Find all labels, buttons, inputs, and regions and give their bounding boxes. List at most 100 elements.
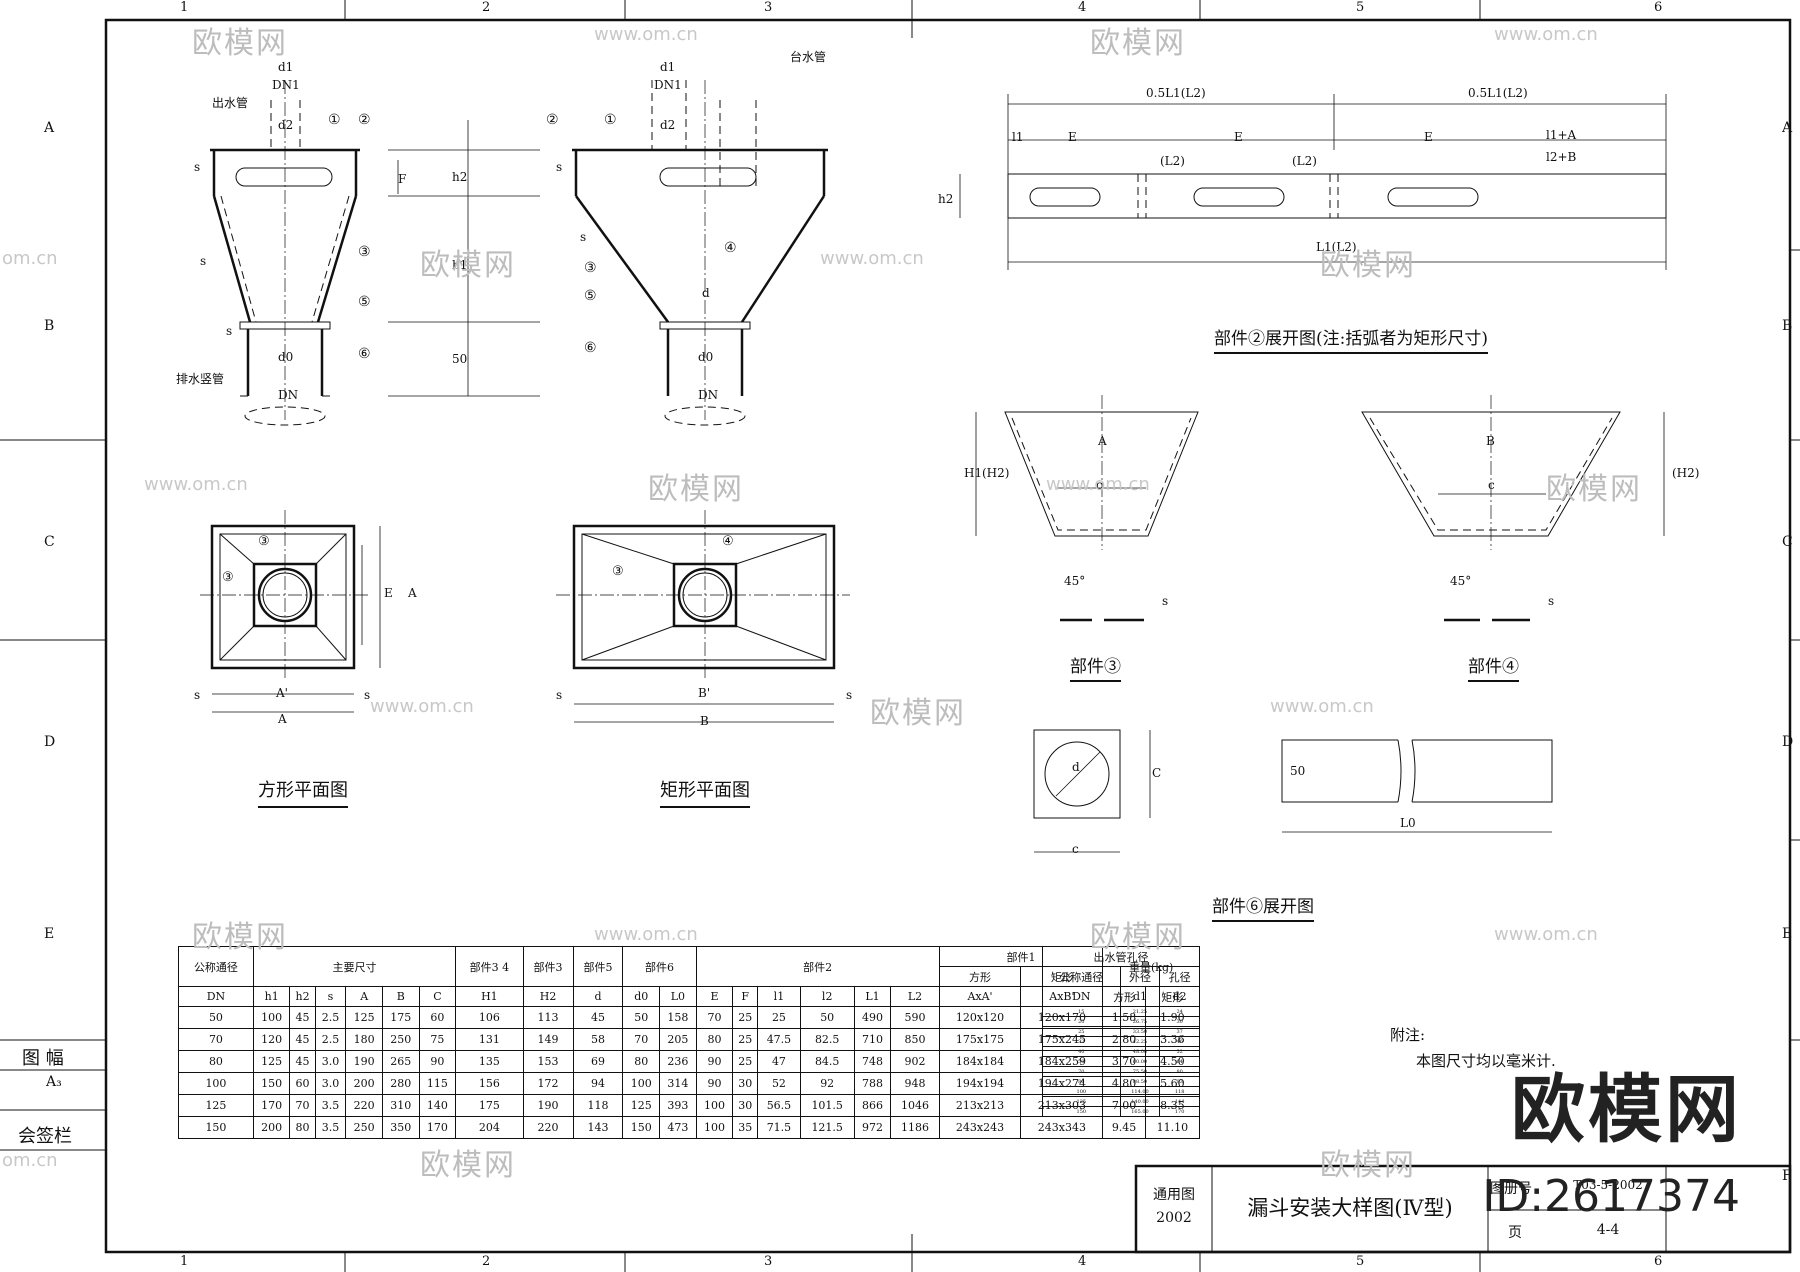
dim-cc-part1: C xyxy=(1152,766,1162,780)
table-cell: 236 xyxy=(659,1050,697,1073)
table-cell: 45 xyxy=(289,1028,316,1051)
part3-title: 部件③ xyxy=(1070,652,1121,682)
col-dn: DN xyxy=(178,986,254,1007)
dim-half-l1-right: 0.5L1(L2) xyxy=(1468,86,1528,100)
table-cell: 45 xyxy=(289,1050,316,1073)
dim-l2-paren-a: (L2) xyxy=(1160,154,1185,168)
table-cell: 170 xyxy=(418,1116,457,1139)
grid-row-c: C xyxy=(44,534,55,550)
stage-pipe-label: 台水管 xyxy=(790,50,827,64)
pipe-cell: 48.00 xyxy=(1119,1046,1161,1057)
watermark-id: ID:2617374 xyxy=(1482,1171,1740,1222)
table-cell: 850 xyxy=(890,1028,940,1051)
pipe-cell: 100 xyxy=(1042,1086,1121,1097)
dim-d2-rect: d2 xyxy=(660,118,676,132)
dim-e-plan: E xyxy=(384,586,393,600)
dim-h2: h2 xyxy=(452,170,468,184)
signature-label: 会签栏 xyxy=(18,1126,72,1147)
table-cell: 948 xyxy=(890,1072,940,1095)
dim-dn-rect: DN xyxy=(698,388,719,402)
dim-a-part3: A xyxy=(1098,434,1107,448)
callout-5: ⑤ xyxy=(358,294,371,310)
watermark-brand-8: 欧模网 xyxy=(192,920,288,955)
table-cell: 200 xyxy=(345,1072,383,1095)
callout-2-rect: ② xyxy=(546,112,559,128)
pipe-cell: 21.25 xyxy=(1119,1006,1161,1017)
dim-s-2: s xyxy=(200,254,207,268)
dim-dn1: DN1 xyxy=(272,78,300,92)
col-L2: L2 xyxy=(890,986,940,1007)
dim-h1-paren-part3: (H2) xyxy=(982,466,1010,480)
table-cell: 2.5 xyxy=(314,1028,347,1051)
pipe-cell: 15 xyxy=(1042,1006,1121,1017)
dim-d1: d1 xyxy=(278,60,294,74)
pipe-cell: 144 xyxy=(1159,1096,1200,1107)
pipe-cell: 165.00 xyxy=(1119,1106,1161,1117)
table-cell: 45 xyxy=(572,1006,624,1029)
table-cell: 710 xyxy=(853,1028,892,1051)
part6-title: 部件⑥展开图 xyxy=(1212,892,1314,922)
grid-row-a-right: A xyxy=(1782,120,1793,136)
pipe-cell: 125 xyxy=(1042,1096,1121,1107)
square-funnel-section xyxy=(210,80,360,426)
table-cell: 150 xyxy=(252,1072,291,1095)
rect-plan-title: 矩形平面图 xyxy=(660,776,750,808)
watermark-brand-1: 欧模网 xyxy=(192,26,288,61)
table-cell: 190 xyxy=(345,1050,383,1073)
plan-callout-3a: ③ xyxy=(258,534,270,549)
table-cell: 50 xyxy=(622,1006,661,1029)
rect-funnel-section xyxy=(572,80,828,426)
dim-b: B xyxy=(700,714,709,728)
pipe-sub-dn: DN xyxy=(1042,986,1121,1007)
table-cell: 156 xyxy=(455,1072,524,1095)
pipe-sub-d1: d1 xyxy=(1119,986,1161,1007)
dim-d0: d0 xyxy=(278,350,294,364)
table-cell: 175 xyxy=(455,1094,524,1117)
watermark-site-6: www.om.cn xyxy=(370,696,474,717)
grid-col-5: 5 xyxy=(1356,0,1365,15)
table-cell: 200 xyxy=(252,1116,291,1139)
table-cell: 80 xyxy=(289,1116,316,1139)
table-cell: 80 xyxy=(695,1028,734,1051)
pipe-cell: 60.00 xyxy=(1119,1056,1161,1067)
table-cell: 149 xyxy=(522,1028,574,1051)
callout-1: ① xyxy=(328,112,341,128)
grid-col-4: 4 xyxy=(1078,0,1087,15)
dim-50: 50 xyxy=(452,352,468,366)
watermark-site-5: www.om.cn xyxy=(1046,474,1150,495)
table-cell: 866 xyxy=(853,1094,892,1117)
page-value: 4-4 xyxy=(1596,1222,1620,1238)
table-cell: 80 xyxy=(178,1050,254,1073)
table-cell: 125 xyxy=(178,1094,254,1117)
table-cell: 314 xyxy=(659,1072,697,1095)
pipe-cell: 93 xyxy=(1159,1076,1200,1087)
dim-b-prime: B' xyxy=(698,686,711,700)
col-l2: l2 xyxy=(799,986,855,1007)
table-cell: 972 xyxy=(853,1116,892,1139)
watermark-brand-4: 欧模网 xyxy=(1320,248,1416,283)
grid-row-b: B xyxy=(44,318,55,334)
dim-angle-part3: 45° xyxy=(1064,574,1086,588)
table-cell: 100 xyxy=(695,1094,734,1117)
pipe-cell: 80 xyxy=(1159,1066,1200,1077)
dim-a-prime: A' xyxy=(276,686,288,700)
watermark-brand-3: 欧模网 xyxy=(420,248,516,283)
pipe-cell: 80 xyxy=(1042,1076,1121,1087)
dim-s-1: s xyxy=(194,160,201,174)
dim-l1-plus-a: l1+A xyxy=(1546,128,1577,142)
pipe-cell: 24 xyxy=(1159,1006,1200,1017)
drain-pipe-label: 排水竖管 xyxy=(176,372,225,386)
dim-f: F xyxy=(398,172,407,186)
part6-development xyxy=(1281,739,1553,833)
table-cell: 84.5 xyxy=(799,1050,855,1073)
drawing-title: 漏斗安装大样图(Ⅳ型) xyxy=(1247,1196,1453,1220)
dim-l2-plus-b: l2+B xyxy=(1546,150,1577,164)
grid-col-1-bottom: 1 xyxy=(180,1254,189,1269)
